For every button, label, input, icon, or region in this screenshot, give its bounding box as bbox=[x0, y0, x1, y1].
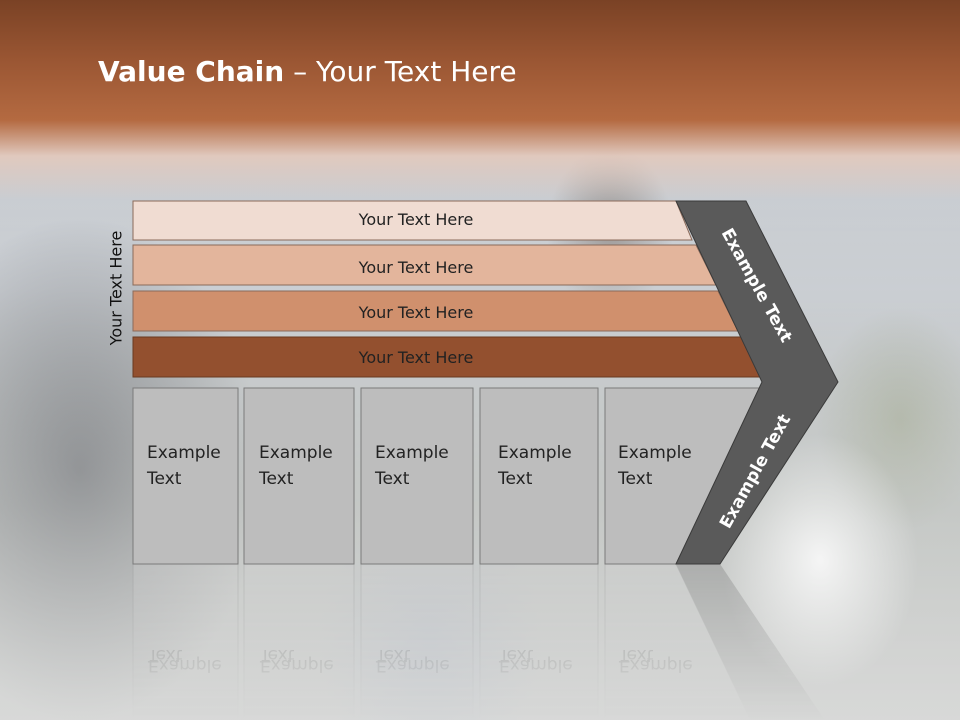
box-2: Example Text bbox=[243, 387, 355, 565]
box-1: Example Text bbox=[132, 387, 239, 565]
box-5-line1: Example bbox=[618, 443, 692, 463]
box-1-line2: Text bbox=[146, 469, 182, 489]
reflection-text: Text bbox=[618, 645, 654, 665]
bar-1: Your Text Here bbox=[132, 200, 693, 241]
bar-1-label: Your Text Here bbox=[358, 210, 474, 229]
title-bold: Value Chain bbox=[98, 55, 285, 88]
box-3-line2: Text bbox=[374, 469, 410, 489]
bar-3-label: Your Text Here bbox=[358, 303, 474, 322]
bar-stack: Your Text Here Your Text Here Your Text … bbox=[132, 200, 763, 378]
slide-title: Value Chain – Your Text Here bbox=[98, 55, 517, 88]
reflection-texts: Example Text Example Text Example Text E… bbox=[147, 645, 693, 675]
box-3-line1: Example bbox=[375, 443, 449, 463]
box-2-line2: Text bbox=[258, 469, 294, 489]
reflection-text: Example bbox=[260, 655, 334, 675]
box-2-line1: Example bbox=[259, 443, 333, 463]
box-5: Example Text bbox=[604, 387, 761, 565]
bar-2: Your Text Here bbox=[132, 244, 717, 286]
bar-4: Your Text Here bbox=[132, 336, 763, 378]
header-band bbox=[0, 0, 960, 200]
box-1-line1: Example bbox=[147, 443, 221, 463]
box-3: Example Text bbox=[360, 387, 474, 565]
reflection-text: Text bbox=[375, 645, 411, 665]
bar-2-label: Your Text Here bbox=[358, 258, 474, 277]
reflection-text: Example bbox=[499, 655, 573, 675]
reflection-text: Example bbox=[148, 655, 222, 675]
box-4-line1: Example bbox=[498, 443, 572, 463]
reflection-text: Text bbox=[498, 645, 534, 665]
reflection-text: Text bbox=[259, 645, 295, 665]
box-row: Example Text Example Text Example Text E… bbox=[132, 387, 761, 565]
bar-4-label: Your Text Here bbox=[358, 348, 474, 367]
reflection-text: Text bbox=[147, 645, 183, 665]
reflection-text: Example bbox=[376, 655, 450, 675]
title-rest: – Your Text Here bbox=[284, 55, 517, 88]
reflection: Example Text Example Text Example Text E… bbox=[132, 563, 825, 720]
box-4-line2: Text bbox=[497, 469, 533, 489]
box-5-line2: Text bbox=[617, 469, 653, 489]
bar-3: Your Text Here bbox=[132, 290, 739, 332]
box-4: Example Text bbox=[479, 387, 599, 565]
reflection-text: Example bbox=[619, 655, 693, 675]
